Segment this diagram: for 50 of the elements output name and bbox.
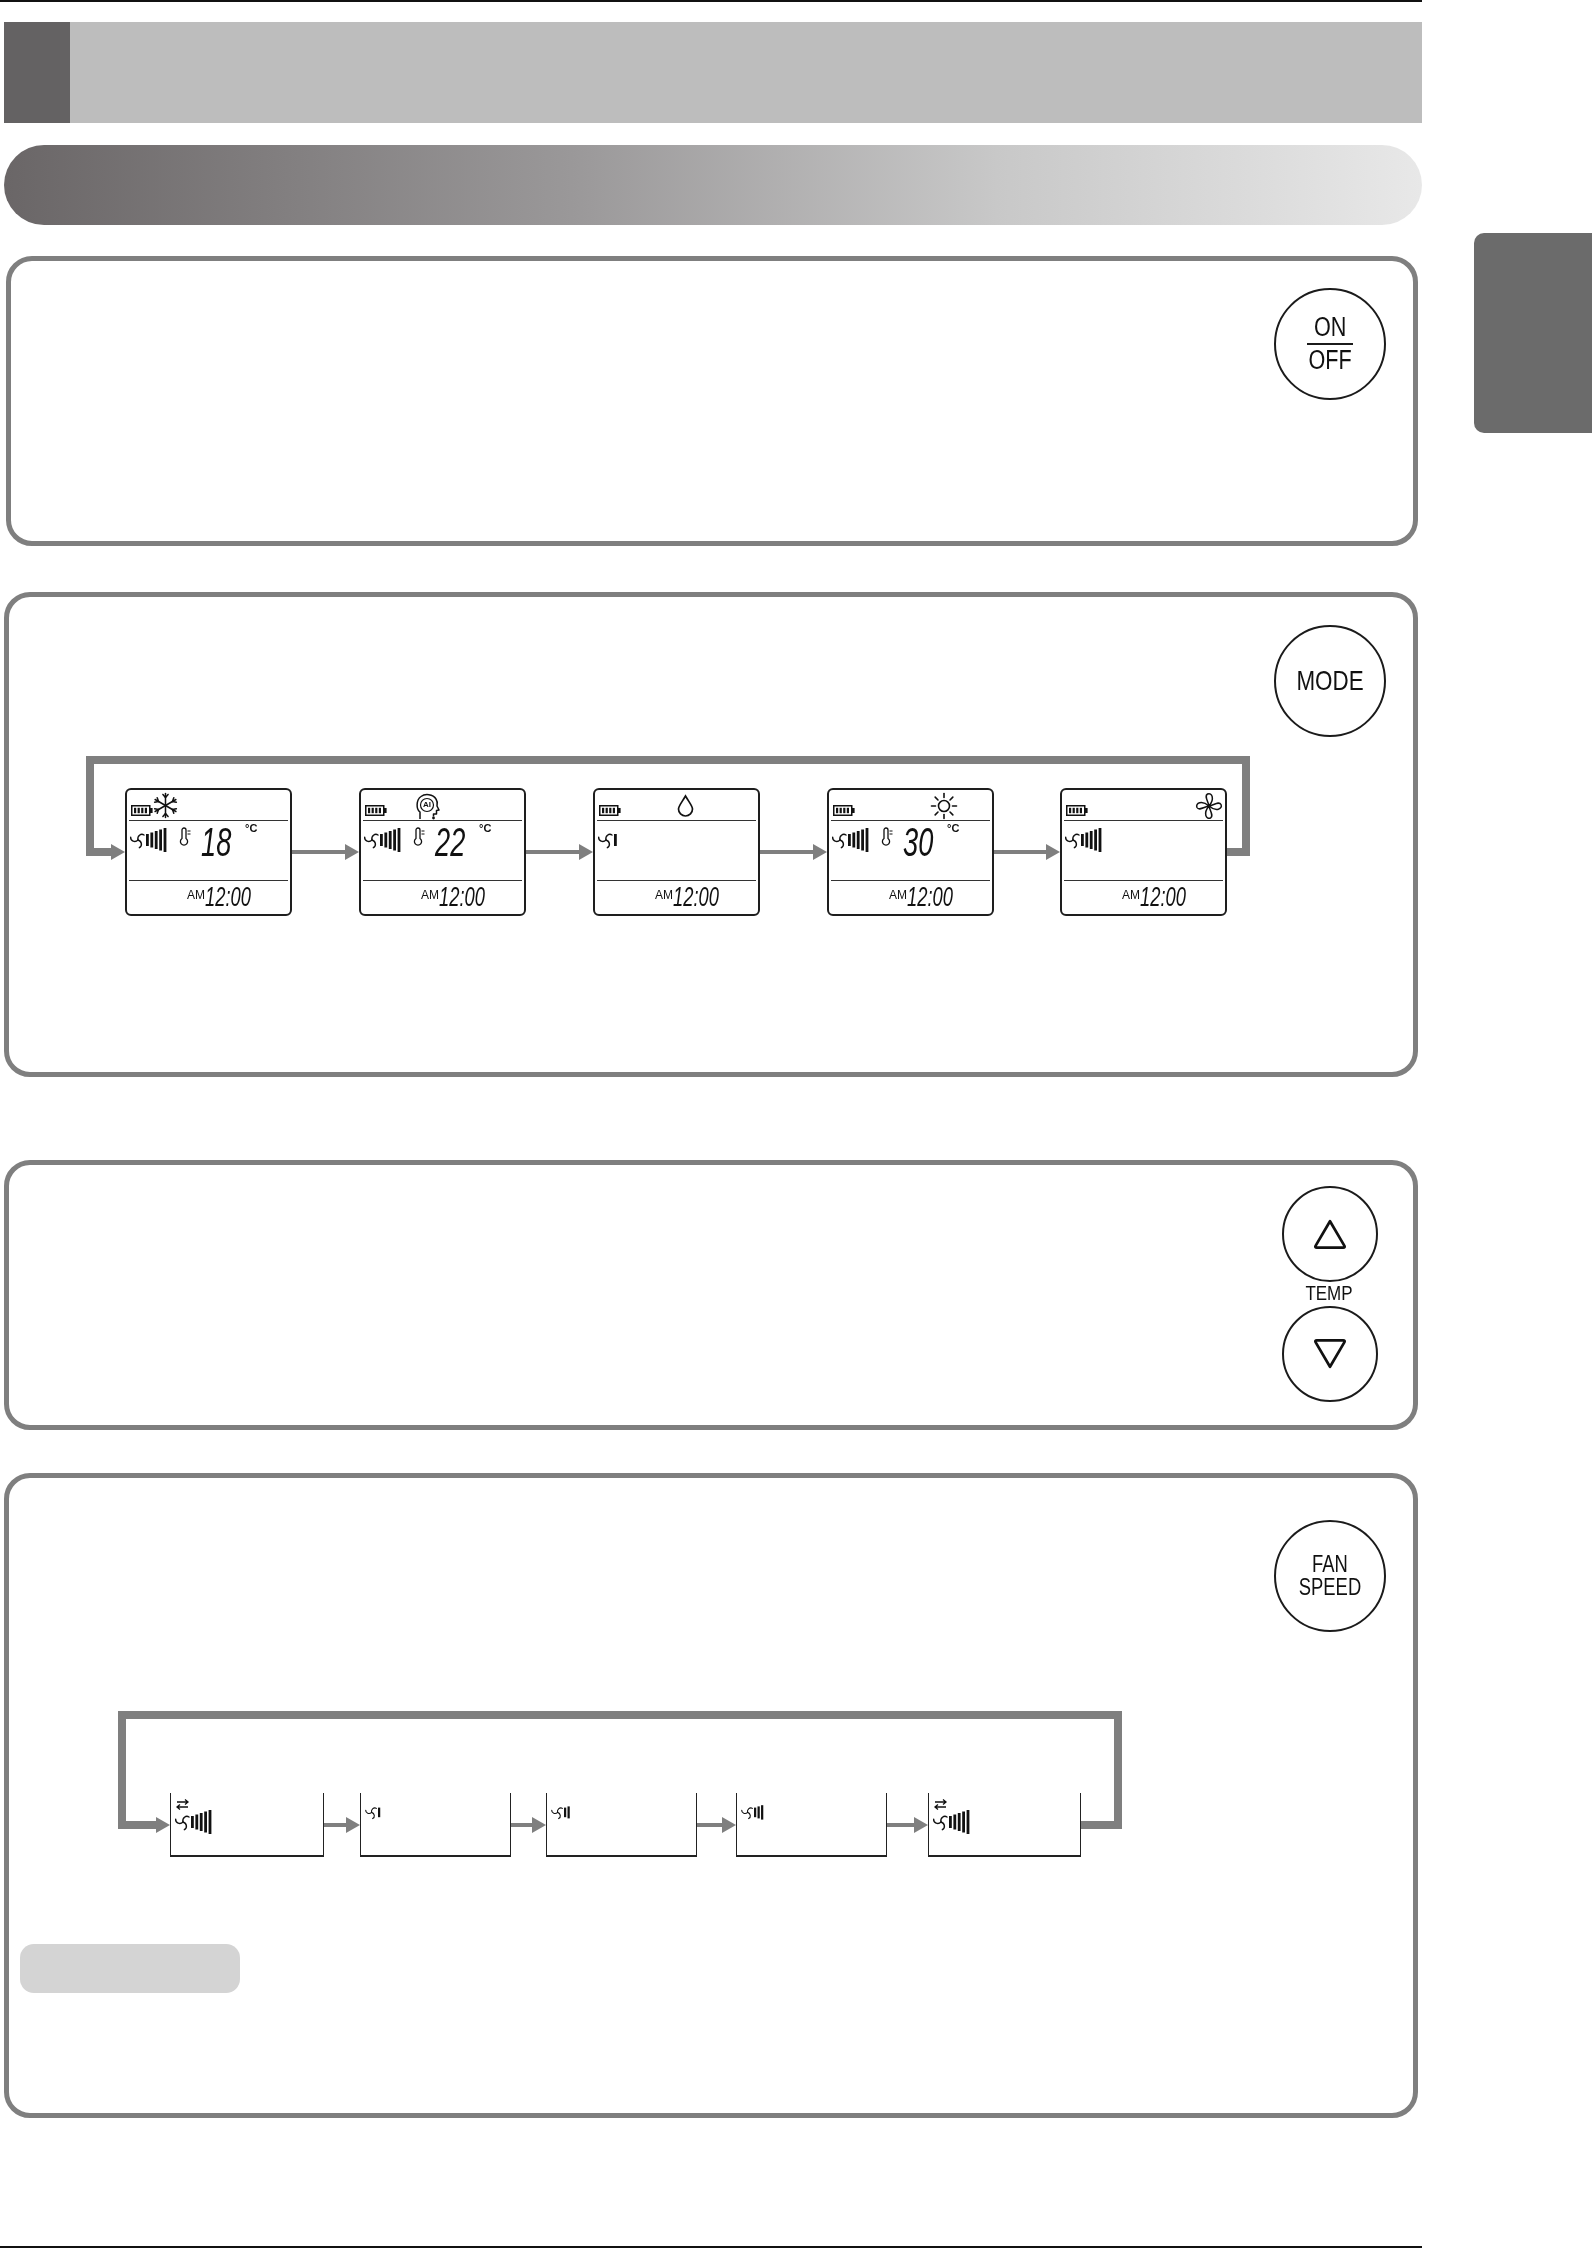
temperature-reading: 22 (435, 822, 466, 862)
arrow (994, 844, 1060, 860)
fan-speed-display (546, 1793, 697, 1857)
fan-speed-button: FAN SPEED (1274, 1520, 1386, 1632)
lcd-screen (593, 788, 760, 916)
arrow (511, 1817, 546, 1833)
arrow (324, 1817, 360, 1833)
clock-time: 12:00 (673, 884, 719, 911)
clock-time: 12:00 (439, 884, 485, 911)
lcd-screen (1060, 788, 1227, 916)
fan-speed-display (170, 1793, 324, 1857)
am-pm-label: AM (889, 889, 907, 901)
up-button (1282, 1186, 1378, 1282)
arrow (697, 1817, 736, 1833)
arrow (760, 844, 827, 860)
clock-time: 12:00 (205, 884, 251, 911)
arrow (887, 1817, 928, 1833)
am-pm-label: AM (1122, 889, 1140, 901)
down-button (1282, 1306, 1378, 1402)
loop-arrow (86, 756, 1250, 860)
unit-label: °C (245, 823, 258, 834)
loop-arrow (118, 1711, 1122, 1833)
side-tab (1474, 233, 1592, 433)
rounded-panel (6, 256, 1418, 546)
am-pm-label: AM (421, 889, 439, 901)
am-pm-label: AM (655, 889, 673, 901)
note-tag (20, 1944, 240, 1993)
am-pm-label: AM (187, 889, 205, 901)
lcd-screen (827, 788, 994, 916)
arrow (526, 844, 593, 860)
unit-label: °C (947, 823, 960, 834)
fan-speed-display (928, 1793, 1081, 1857)
unit-label: °C (479, 823, 492, 834)
clock-time: 12:00 (907, 884, 953, 911)
rounded-panel (4, 1473, 1418, 2118)
rounded-panel (4, 592, 1418, 1077)
fan-speed-display (736, 1793, 887, 1857)
rounded-panel (4, 1160, 1418, 1430)
mode-button: MODE (1274, 625, 1386, 737)
temperature-reading: 30 (903, 822, 934, 862)
fan-speed-display (360, 1793, 511, 1857)
clock-time: 12:00 (1140, 884, 1186, 911)
lcd-screen (359, 788, 526, 916)
on-off-button: ON OFF (1274, 288, 1386, 400)
arrow (292, 844, 359, 860)
temperature-reading: 18 (201, 822, 232, 862)
button-caption: TEMP (1305, 1283, 1353, 1303)
lcd-screen (125, 788, 292, 916)
title-bar (4, 22, 1422, 123)
mode-label: AI (423, 801, 431, 809)
